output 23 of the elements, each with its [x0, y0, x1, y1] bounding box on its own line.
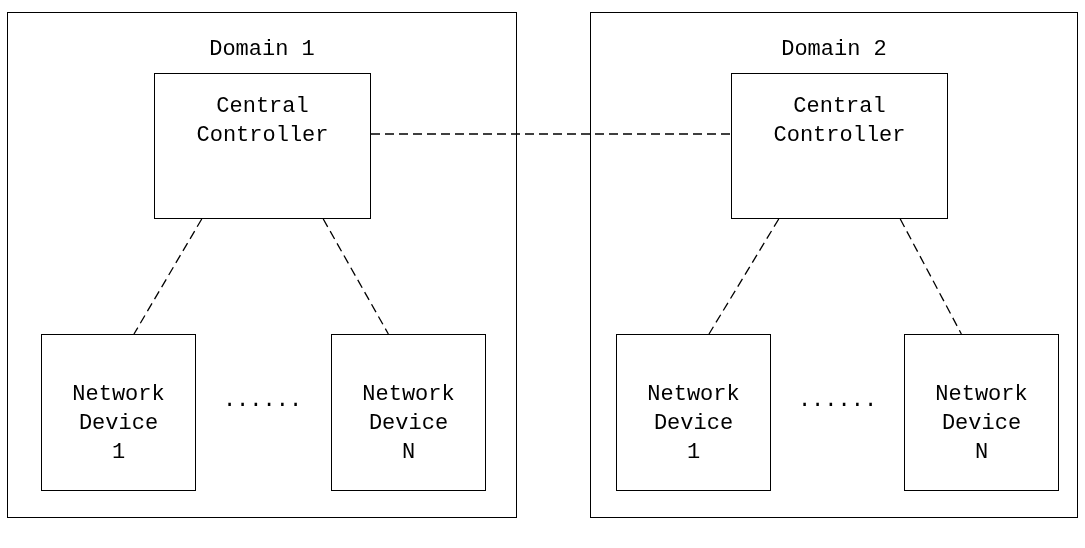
controller-box	[731, 73, 948, 219]
node-label: Central Controller	[772, 93, 907, 150]
ellipsis-label: ......	[796, 387, 879, 415]
domain-box	[7, 12, 517, 518]
node-label: Network Device N	[361, 381, 456, 467]
node-label: Network Device 1	[646, 381, 741, 467]
node-label: Network Device N	[934, 381, 1029, 467]
device-box	[41, 334, 196, 491]
domain-box	[590, 12, 1078, 518]
connector-line	[322, 218, 389, 335]
connector-line	[133, 218, 203, 335]
node-label: Network Device 1	[71, 381, 166, 467]
connector-line	[370, 133, 732, 135]
connector-line	[899, 218, 962, 335]
node-label: Central Controller	[195, 93, 330, 150]
connector-line	[708, 218, 780, 335]
ellipsis-label: ......	[221, 387, 304, 415]
node-label: Domain 1	[209, 36, 315, 64]
node-label: Domain 2	[781, 36, 887, 64]
controller-box	[154, 73, 371, 219]
device-box	[331, 334, 486, 491]
device-box	[616, 334, 771, 491]
device-box	[904, 334, 1059, 491]
